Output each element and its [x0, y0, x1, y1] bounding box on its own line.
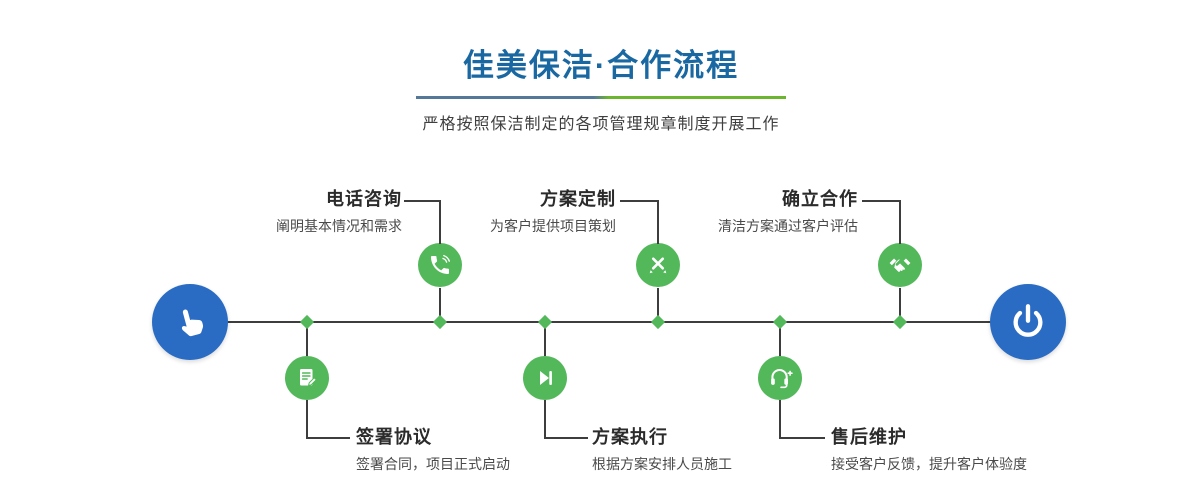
step-title: 方案定制 [540, 189, 616, 209]
elbow-phone [404, 200, 441, 244]
power-icon [1008, 302, 1048, 342]
step-node-phone-consultation [418, 243, 462, 287]
step-node-establish-cooperation [878, 243, 922, 287]
connector-agreement [306, 323, 308, 356]
step-plan-execution: 方案执行 根据方案安排人员施工 [592, 426, 812, 473]
step-desc: 接受客户反馈，提升客户体验度 [831, 456, 1027, 472]
timeline-diamond [299, 314, 315, 330]
step-plan-customization: 方案定制 为客户提供项目策划 [448, 188, 616, 235]
step-phone-consultation: 电话咨询 阐明基本情况和需求 [230, 188, 402, 235]
pointing-hand-icon [171, 303, 209, 341]
step-node-sign-agreement [285, 356, 329, 400]
contract-icon [295, 366, 319, 390]
timeline-line [200, 321, 1012, 323]
elbow-cooperation [862, 200, 901, 244]
timeline-end-node [990, 284, 1066, 360]
connector-cooperation [899, 288, 901, 321]
step-title: 签署协议 [356, 427, 432, 447]
step-establish-cooperation: 确立合作 清洁方案通过客户评估 [690, 188, 858, 235]
step-node-after-sales [758, 356, 802, 400]
timeline-start-node [152, 284, 228, 360]
elbow-maintenance [779, 400, 825, 439]
handshake-icon [887, 252, 913, 278]
step-sign-agreement: 签署协议 签署合同，项目正式启动 [356, 426, 576, 473]
step-title: 确立合作 [782, 189, 858, 209]
timeline-diamond [650, 314, 666, 330]
timeline-diamond [892, 314, 908, 330]
connector-phone [439, 288, 441, 321]
timeline-diamond [432, 314, 448, 330]
title-divider [416, 96, 786, 99]
step-title: 电话咨询 [326, 189, 402, 209]
connector-plan [657, 288, 659, 321]
step-title: 方案执行 [592, 427, 668, 447]
timeline-diamond [537, 314, 553, 330]
step-after-sales: 售后维护 接受客户反馈，提升客户体验度 [831, 426, 1081, 473]
step-desc: 根据方案安排人员施工 [592, 456, 732, 472]
step-title: 售后维护 [831, 427, 907, 447]
step-desc: 清洁方案通过客户评估 [718, 218, 858, 234]
headset-icon [767, 365, 793, 391]
play-icon [533, 366, 557, 390]
pencil-tools-icon [646, 253, 670, 277]
page-subtitle: 严格按照保洁制定的各项管理规章制度开展工作 [422, 116, 780, 133]
elbow-plan [620, 200, 659, 244]
step-node-plan-customization [636, 243, 680, 287]
timeline-diamond [772, 314, 788, 330]
page-title: 佳美保洁·合作流程 [462, 48, 740, 83]
elbow-agreement [306, 400, 350, 439]
elbow-execution [544, 400, 588, 439]
step-desc: 为客户提供项目策划 [490, 218, 616, 234]
step-desc: 签署合同，项目正式启动 [356, 456, 510, 472]
phone-icon [428, 253, 452, 277]
step-desc: 阐明基本情况和需求 [276, 218, 402, 234]
connector-execution [544, 323, 546, 356]
step-node-plan-execution [523, 356, 567, 400]
connector-maintenance [779, 323, 781, 356]
